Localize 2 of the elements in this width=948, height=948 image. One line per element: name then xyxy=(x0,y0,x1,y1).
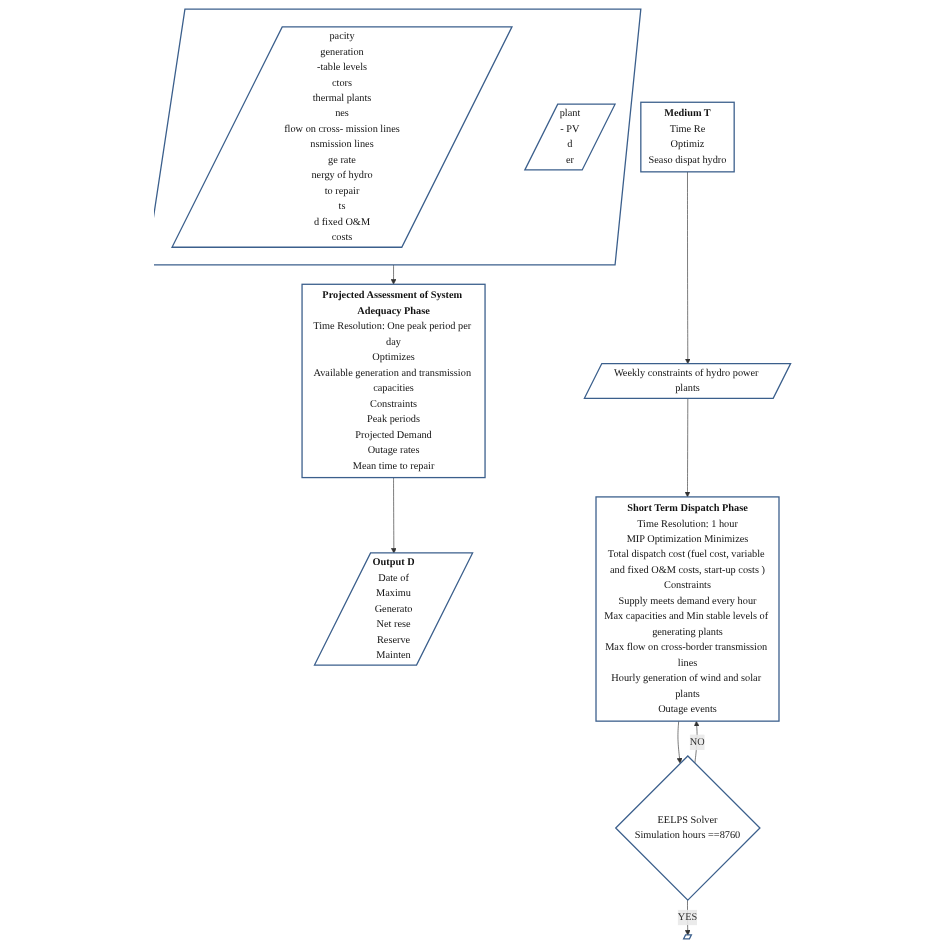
node-parallelogram xyxy=(681,934,692,940)
cluster xyxy=(153,8,641,266)
